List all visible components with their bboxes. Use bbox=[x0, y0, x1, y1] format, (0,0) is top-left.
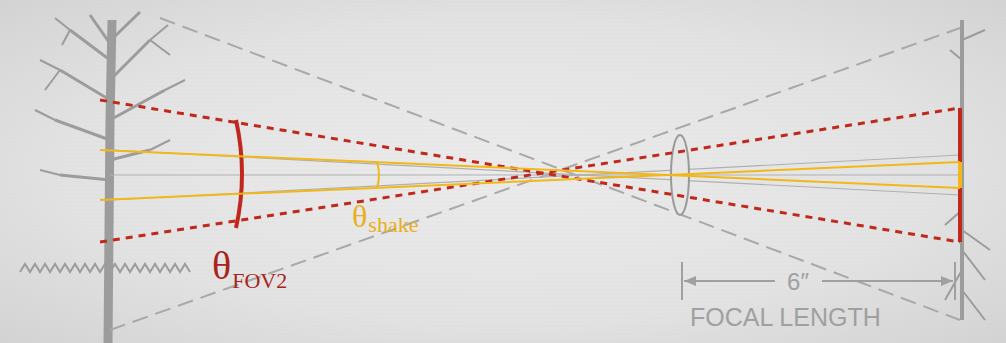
dimension-caption: FOCAL LENGTH bbox=[690, 305, 881, 330]
shake-lines bbox=[100, 150, 960, 200]
field-lines bbox=[110, 18, 960, 330]
ray-lines bbox=[110, 150, 960, 200]
shake-bar bbox=[958, 162, 962, 188]
dimension-value: 6″ bbox=[787, 270, 809, 294]
dimension-line bbox=[682, 262, 955, 300]
sensor-bar bbox=[958, 108, 962, 242]
fov-lines bbox=[100, 100, 960, 242]
angle-symbol: θ bbox=[212, 246, 231, 286]
tree-object bbox=[35, 12, 185, 343]
fov-arc bbox=[236, 120, 242, 228]
ground-grass bbox=[20, 264, 190, 272]
inverted-image bbox=[945, 20, 990, 320]
angle-subscript: shake bbox=[368, 214, 418, 236]
angle-symbol: θ bbox=[352, 200, 367, 232]
angle-subscript: FOV2 bbox=[232, 270, 287, 292]
